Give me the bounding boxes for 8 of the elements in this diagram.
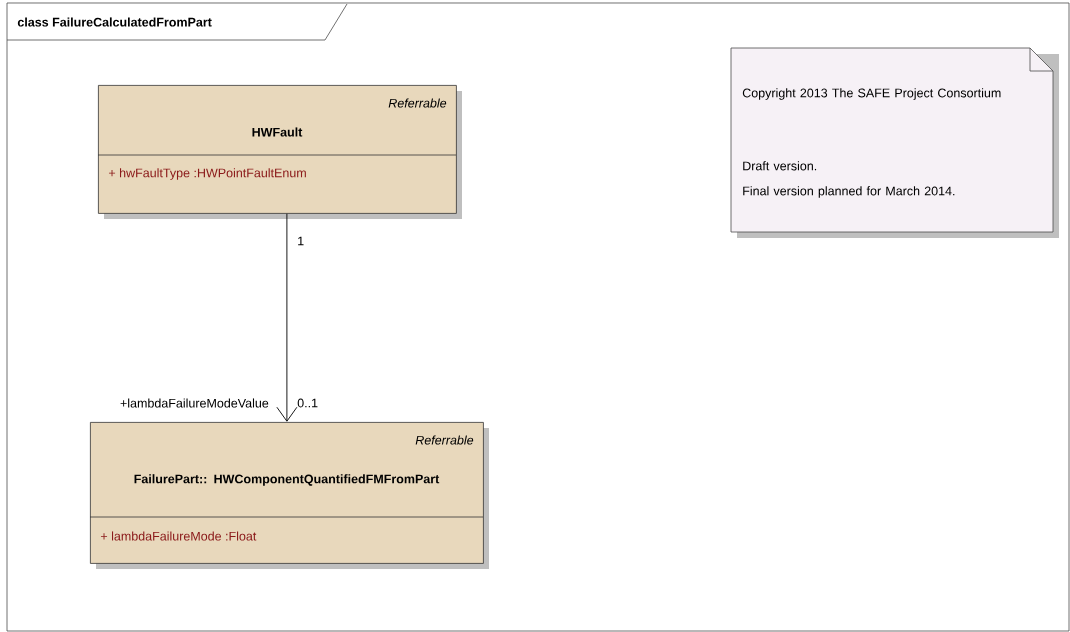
role-name: +lambdaFailureModeValue — [120, 398, 269, 408]
association-arrow — [276, 213, 298, 422]
class-box: Referrable HWFault + hwFaultType :HWPointFaultEnum — [97, 85, 462, 219]
class-box: Referrable FailurePart:: HWComponentQuantifiedFMFromPart + lambdaFailureMode :Float — [89, 422, 489, 569]
frame-tab: class FailureCalculatedFromPart — [6, 3, 348, 41]
multiplicity: 1 — [298, 236, 304, 246]
multiplicity: 0..1 — [297, 398, 318, 408]
note-box: Copyright 2013 The SAFE Project Consortium Draft version. Final version planned for March 2014. — [730, 47, 1059, 238]
